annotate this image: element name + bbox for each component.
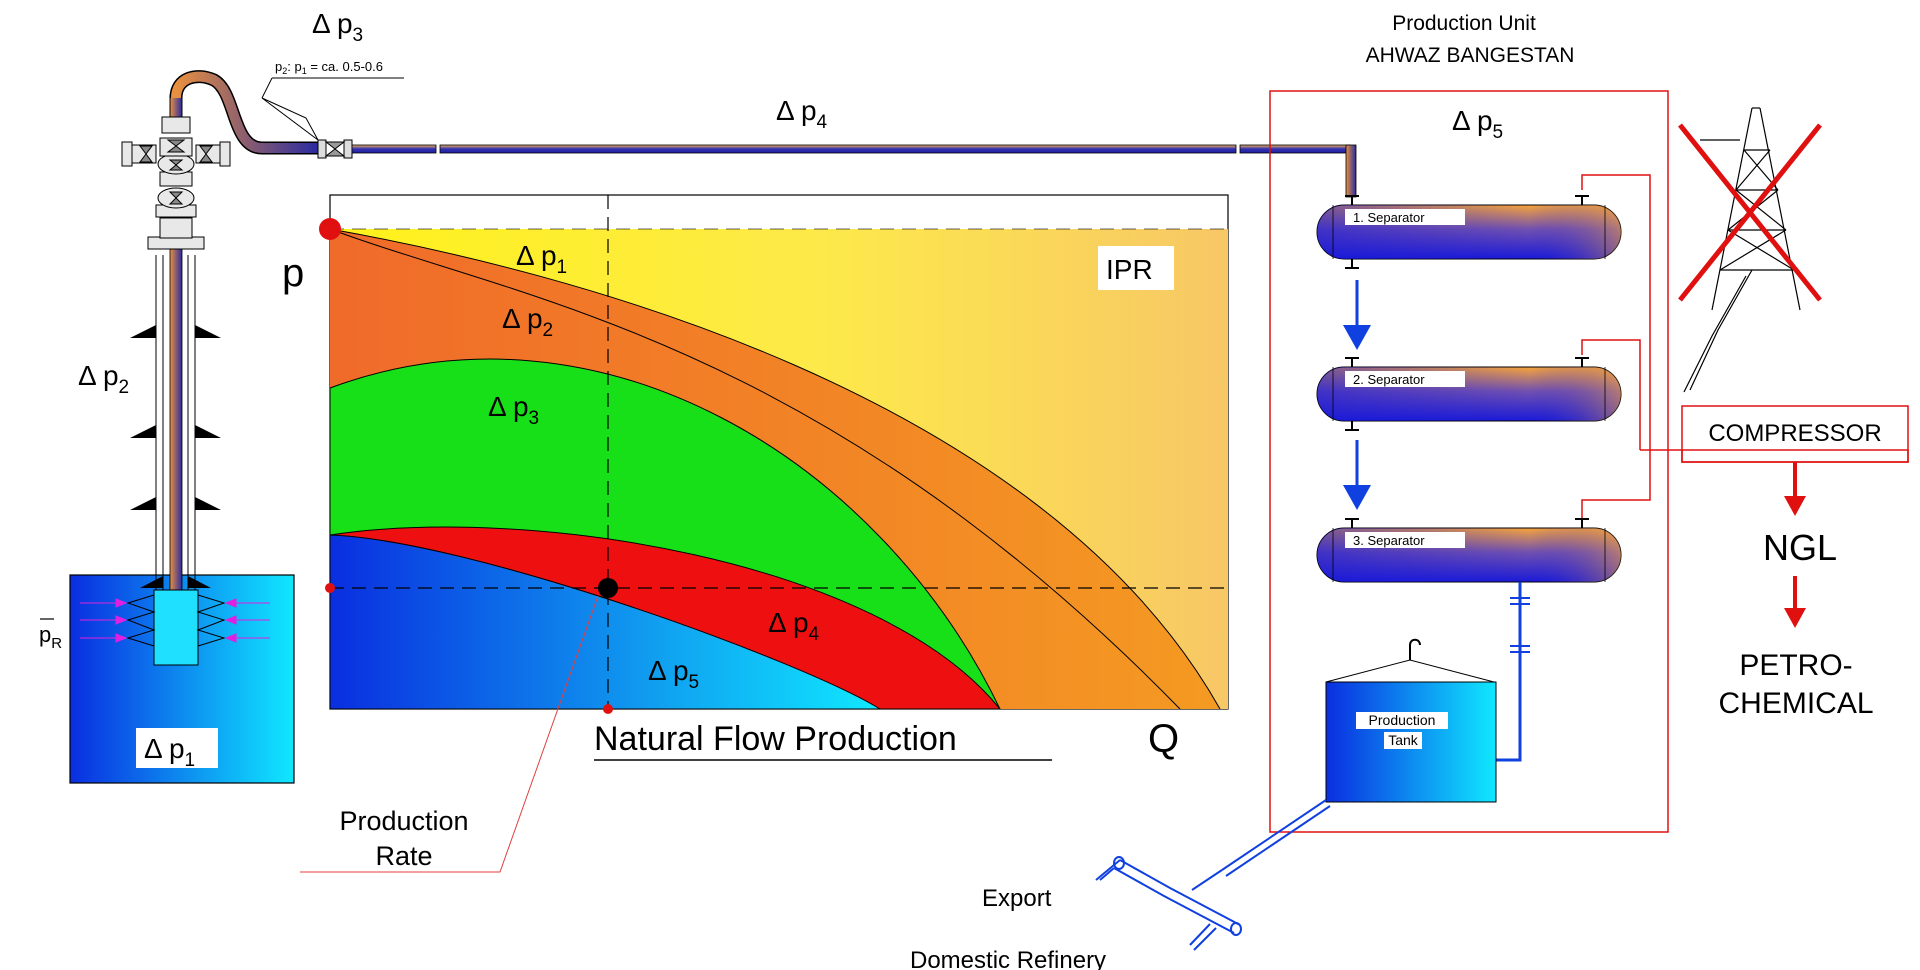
pressure-ratio-label: p2: p1 = ca. 0.5-0.6 xyxy=(275,59,383,76)
ngl-label: NGL xyxy=(1763,527,1837,568)
arrow-down-icon xyxy=(1784,576,1806,628)
arrow-down-icon xyxy=(1343,440,1371,510)
production-unit-title: Production Unit xyxy=(1392,12,1536,35)
dp3-zone-label: Δ p3 xyxy=(488,391,539,429)
domestic-refinery-label: Domestic Refinery xyxy=(910,947,1106,970)
dp1-label: Δ p1 xyxy=(144,733,195,771)
zone-dp3-orange-top xyxy=(329,228,1181,710)
dp2-zone-label: Δ p2 xyxy=(502,303,553,341)
production-tank: Production Tank xyxy=(1325,638,1497,803)
dp1-zone-label: Δ p1 xyxy=(516,240,567,278)
export-pipes xyxy=(1095,799,1331,951)
p-axis-marker xyxy=(325,583,335,593)
perforation-zone xyxy=(153,589,199,666)
export-label: Export xyxy=(982,885,1052,912)
crossed-out-derrick-icon xyxy=(1678,107,1822,393)
flowline: Δ p3 p2: p1 = ca. 0.5-0.6 Δ p4 xyxy=(169,8,1357,198)
packer-marks xyxy=(130,325,221,588)
x-axis-label: Q xyxy=(1148,717,1179,761)
arrow-down-icon xyxy=(1784,462,1806,516)
tree-icon xyxy=(121,94,231,250)
svg-text:2. Separator: 2. Separator xyxy=(1353,372,1425,387)
dp3-label: Δ p3 xyxy=(312,8,363,46)
q-axis-marker xyxy=(603,704,613,714)
choke-valve-icon xyxy=(317,139,353,159)
reservoir-pressure-label: pR xyxy=(39,622,62,652)
separator-1: 1. Separator xyxy=(1316,195,1622,269)
tubing xyxy=(169,239,183,596)
petrochemical-label-line1: PETRO- xyxy=(1739,649,1852,682)
chart-title: Natural Flow Production xyxy=(594,720,957,758)
valve-icon xyxy=(139,139,213,205)
compressor-label: COMPRESSOR xyxy=(1708,420,1881,447)
p-reservoir-point xyxy=(319,218,341,240)
separator-2: 2. Separator xyxy=(1316,357,1622,431)
gas-lines xyxy=(1581,174,1682,520)
zone-dp5 xyxy=(329,534,882,710)
production-rate-label-line1: Production xyxy=(339,806,468,836)
y-axis-label: p xyxy=(282,251,304,295)
svg-text:3. Separator: 3. Separator xyxy=(1353,533,1425,548)
operating-point xyxy=(598,578,618,598)
unit-boundary xyxy=(1269,90,1669,833)
svg-text:Tank: Tank xyxy=(1388,732,1419,748)
petrochemical-label-line2: CHEMICAL xyxy=(1718,687,1873,720)
hook-icon xyxy=(1409,638,1421,660)
svg-text:1. Separator: 1. Separator xyxy=(1353,210,1425,225)
production-rate-label-line2: Rate xyxy=(375,841,432,871)
wellbore: Δ p1 pR Δ p2 xyxy=(39,239,295,784)
dp5-unit-label: Δ p5 xyxy=(1452,105,1503,143)
dp5-zone-label: Δ p5 xyxy=(648,655,699,693)
dp4-zone-label: Δ p4 xyxy=(768,607,820,645)
separator-3: 3. Separator xyxy=(1316,518,1622,583)
svg-text:Production: Production xyxy=(1369,712,1436,728)
ipr-label: IPR xyxy=(1106,254,1153,285)
compressor: COMPRESSOR xyxy=(1681,405,1909,463)
influx-arrows xyxy=(80,598,270,643)
production-unit: Production Unit AHWAZ BANGESTAN Δ p5 1. … xyxy=(910,12,1682,970)
production-unit-field: AHWAZ BANGESTAN xyxy=(1366,44,1575,67)
arrow-down-icon xyxy=(1343,280,1371,350)
dp2-well-label: Δ p2 xyxy=(78,360,129,398)
liquid-line xyxy=(1496,582,1530,762)
ipr-chart: Δ p1 Δ p2 Δ p3 Δ p4 Δ p5 IPR p Q Natural… xyxy=(282,194,1229,873)
dp4-label: Δ p4 xyxy=(776,95,828,133)
zone-dp1-boundary xyxy=(329,228,1221,710)
